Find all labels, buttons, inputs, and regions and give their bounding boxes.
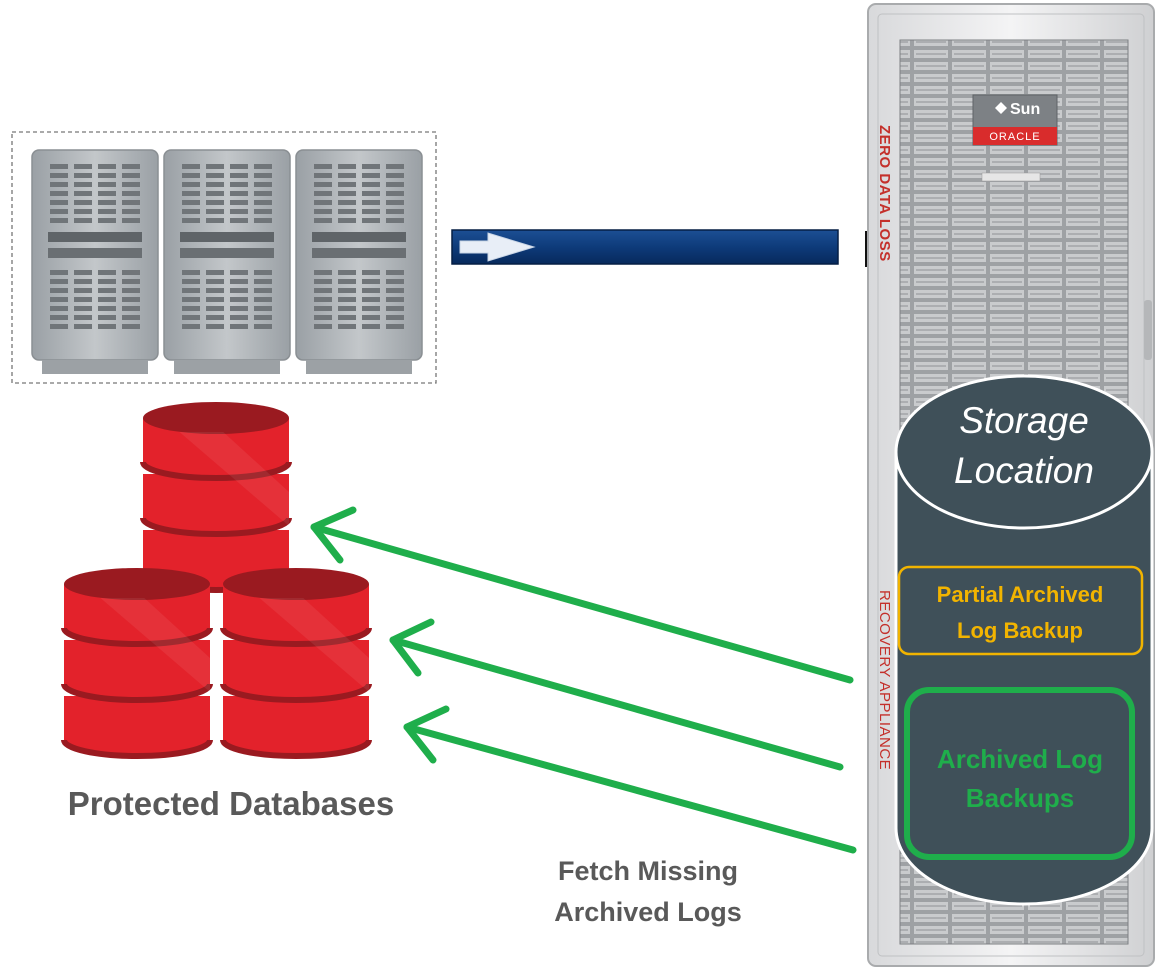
fetch-arrow-icon xyxy=(389,618,844,771)
fetch-label-line1: Fetch Missing xyxy=(558,856,738,886)
server-group-dashed-border xyxy=(11,131,437,384)
brand-subname: ORACLE xyxy=(989,131,1040,143)
archived-backups-box xyxy=(904,687,1135,860)
side-label-top: ZERO DATA LOSS xyxy=(876,125,893,262)
storage-title-line2: Location xyxy=(954,450,1094,491)
fetch-arrow-icon xyxy=(310,506,854,684)
database-stack xyxy=(61,402,372,759)
side-label-bottom: RECOVERY APPLIANCE xyxy=(876,590,893,770)
database-cylinder-icon xyxy=(61,568,213,759)
storage-cylinder-top xyxy=(894,374,1154,530)
brand-badge: Sun ORACLE xyxy=(972,94,1058,146)
brand-name: Sun xyxy=(1010,101,1040,118)
partial-backup-line2: Log Backup xyxy=(957,618,1083,643)
sun-logo-icon xyxy=(995,102,1007,114)
archived-backups-line2: Backups xyxy=(966,783,1074,813)
storage-location: Storage Location Partial Archived Log Ba… xyxy=(894,374,1154,906)
partial-backup-line1: Partial Archived xyxy=(937,582,1104,607)
fetch-arrows xyxy=(310,506,857,854)
server-group xyxy=(11,131,437,384)
network-link-arrow-icon xyxy=(451,229,867,267)
rack-label-plate xyxy=(981,172,1041,182)
fetch-label-line2: Archived Logs xyxy=(554,897,742,927)
archived-backups-line1: Archived Log xyxy=(937,744,1103,774)
storage-cylinder-body xyxy=(894,450,1154,906)
databases-label: Protected Databases xyxy=(68,785,394,822)
fetch-arrow-icon xyxy=(403,705,857,854)
partial-backup-box xyxy=(897,565,1144,656)
database-cylinder-icon xyxy=(140,402,292,593)
storage-title-line1: Storage xyxy=(959,400,1089,441)
server-rack-icon xyxy=(31,149,159,374)
database-cylinder-icon xyxy=(220,568,372,759)
server-rack-icon xyxy=(295,149,423,374)
server-rack-icon xyxy=(163,149,291,374)
